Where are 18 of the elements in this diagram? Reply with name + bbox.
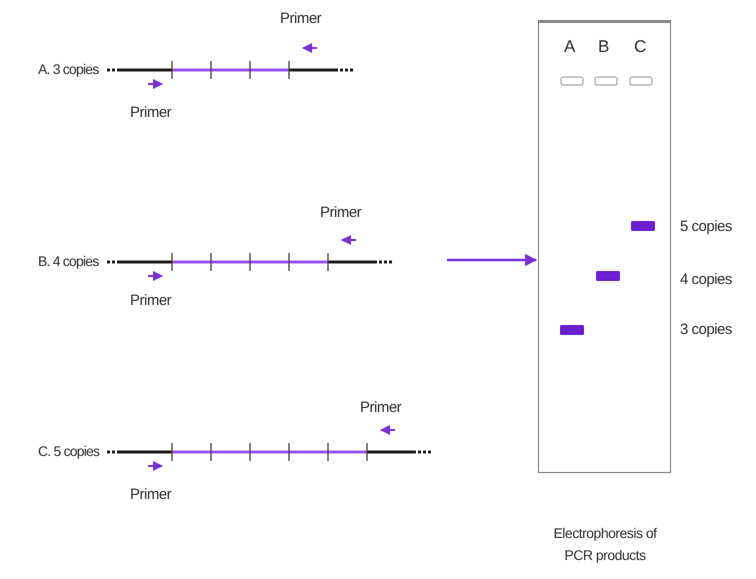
gel-caption: Electrophoresis of PCR products: [552, 524, 658, 565]
construct-label: A. 3 copies: [38, 60, 98, 78]
primer-label: Primer: [280, 10, 322, 28]
construct-label: B. 4 copies: [38, 252, 98, 270]
band-size-label: 3 copies: [680, 321, 732, 339]
gel-panel: [538, 20, 671, 473]
lane-label: C: [634, 38, 646, 56]
primer-label: Primer: [130, 292, 172, 310]
band-size-label: 4 copies: [680, 271, 732, 289]
primer-label: Primer: [320, 204, 362, 222]
primer-label: Primer: [360, 399, 402, 417]
primer-label: Primer: [130, 104, 172, 122]
band-size-label: 5 copies: [680, 218, 732, 236]
arrow: [447, 254, 538, 266]
construct-label: C. 5 copies: [38, 442, 100, 460]
primer-label: Primer: [130, 486, 172, 504]
lane-label: A: [564, 38, 575, 56]
lane-label: B: [598, 38, 609, 56]
